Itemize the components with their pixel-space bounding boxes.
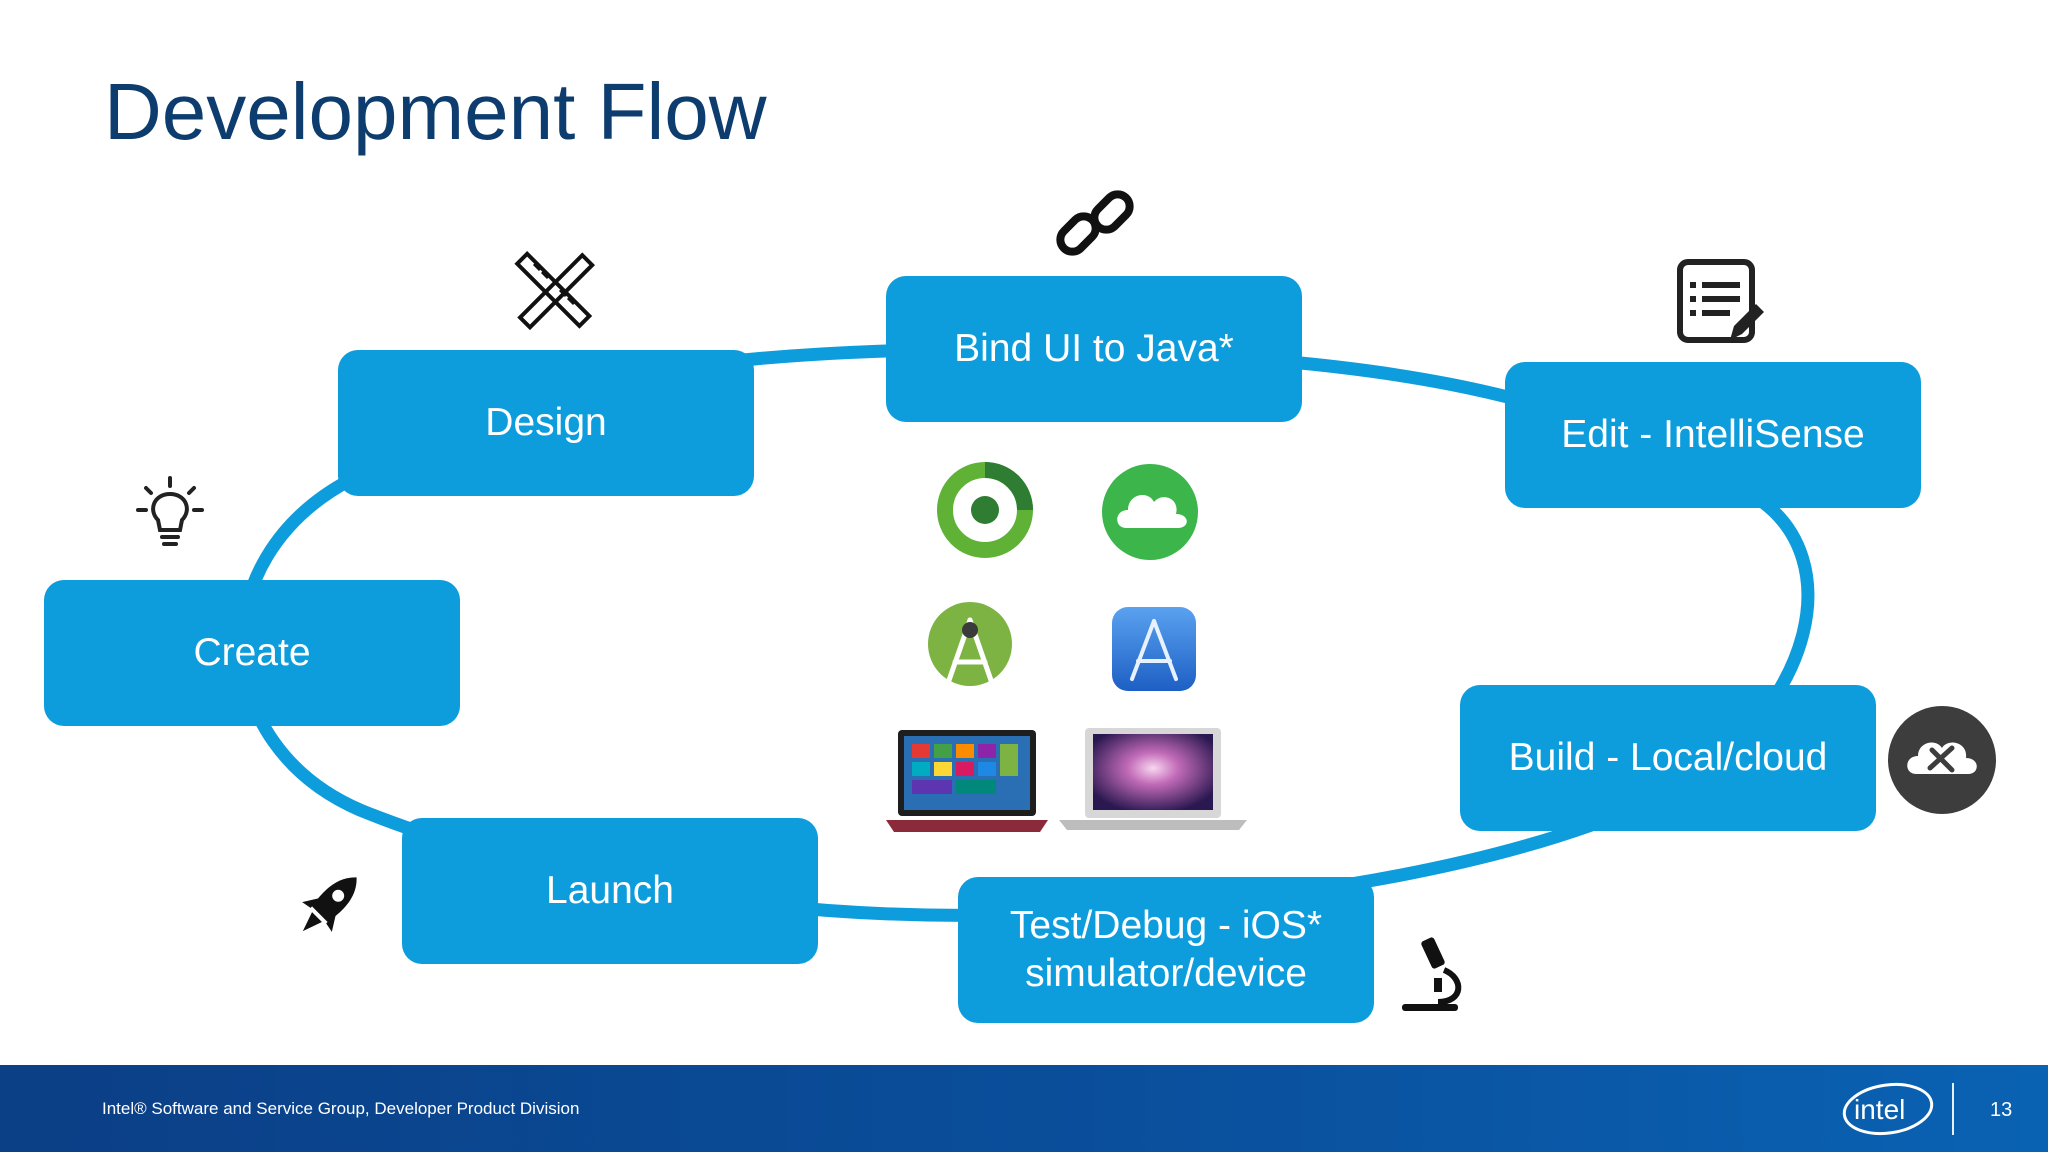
step-create: Create — [44, 580, 460, 726]
step-build-label: Build - Local/cloud — [1508, 736, 1828, 779]
footer-bar: Intel® Software and Service Group, Devel… — [0, 1065, 2048, 1152]
cloud-build-icon — [1888, 706, 1996, 814]
cloud-logo-icon — [1102, 464, 1198, 560]
microscope-icon — [1402, 937, 1462, 1011]
step-launch: Launch — [402, 818, 818, 964]
step-build: Build - Local/cloud — [1460, 685, 1876, 831]
step-test-debug-line1: Test/Debug - iOS* — [1009, 904, 1323, 947]
edit-document-icon — [1677, 259, 1764, 343]
step-bind-ui: Bind UI to Java* — [886, 276, 1302, 422]
ruler-pencil-icon — [514, 250, 596, 331]
footer-separator — [1952, 1083, 1954, 1135]
crosswalk-logo-icon — [937, 462, 1033, 558]
footer-text: Intel® Software and Service Group, Devel… — [102, 1099, 580, 1118]
link-icon — [1056, 190, 1134, 256]
step-edit: Edit - IntelliSense — [1505, 362, 1921, 508]
rocket-icon — [302, 877, 357, 932]
step-create-label: Create — [193, 631, 311, 674]
step-launch-label: Launch — [546, 869, 674, 912]
step-edit-label: Edit - IntelliSense — [1561, 413, 1865, 456]
android-studio-icon — [928, 602, 1012, 689]
lightbulb-icon — [136, 476, 204, 546]
page-title: Development Flow — [104, 67, 767, 156]
step-test-debug: Test/Debug - iOS* simulator/device — [958, 877, 1374, 1023]
step-bind-ui-label: Bind UI to Java* — [954, 327, 1234, 370]
windows-laptop-icon — [886, 730, 1048, 832]
svg-text:intel: intel — [1854, 1094, 1905, 1125]
step-test-debug-line2: simulator/device — [1025, 952, 1307, 995]
page-number: 13 — [1990, 1099, 2013, 1121]
macbook-icon — [1059, 728, 1247, 830]
intel-logo-icon: intel — [1842, 1082, 1934, 1136]
xcode-icon — [1112, 607, 1196, 691]
step-design-label: Design — [485, 401, 607, 444]
step-design: Design — [338, 350, 754, 496]
